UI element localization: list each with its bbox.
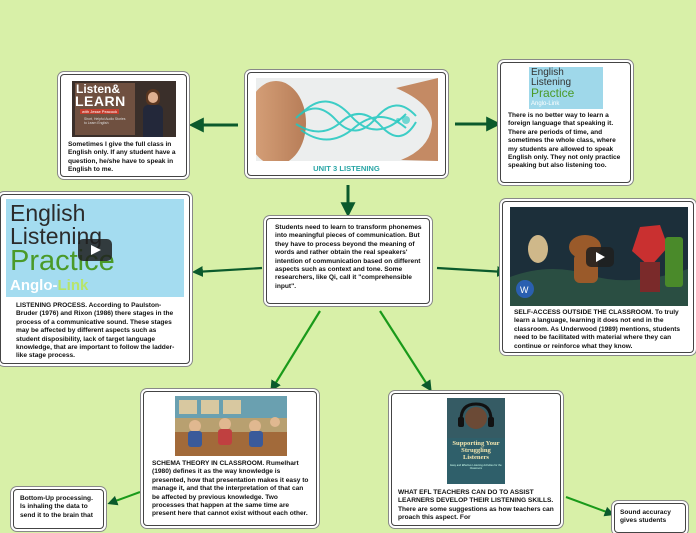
big-logo-brand-anglo: Anglo- [10,277,58,294]
efl-text: WHAT EFL TEACHERS CAN DO TO ASSIST LEARN… [398,489,554,522]
book-title: Supporting Your Struggling Listeners [452,440,500,461]
bottom-up-card[interactable]: Bottom-Up processing. Is inhaling the da… [13,489,104,529]
bottom-up-text: Bottom-Up processing. Is inhaling the da… [20,495,93,519]
play-button-icon[interactable] [78,239,112,261]
logo-subtitle: with Jesse Peacock [80,109,120,114]
center-topic-card[interactable]: UNIT 3 LISTENING [247,72,446,176]
listen-learn-text: Sometimes I give the full class in Engli… [68,141,176,174]
big-logo-brand-link: Link [57,277,89,294]
definition-card[interactable]: Students need to learn to transform phon… [266,218,430,304]
logo-listen-text: Listen& [76,82,121,96]
efl-card[interactable]: Supporting Your Struggling Listeners Eas… [391,393,561,526]
small-logo-brand: Anglo-Link [531,101,560,107]
schema-text: SCHEMA THEORY IN CLASSROOM. Rumelhart (1… [152,460,309,518]
supporting-listeners-book: Supporting Your Struggling Listeners Eas… [447,398,505,484]
english-practice-small-text: There is no better way to learn a foreig… [508,112,621,170]
small-logo-line3: Practice [531,86,575,100]
sound-accuracy-card[interactable]: Sound accuracy gives students [614,503,686,533]
svg-text:W: W [520,285,529,295]
english-practice-video[interactable]: English Listening Practice Anglo-Link [6,199,184,297]
arrow-to-sound [565,496,615,517]
big-logo-brand: Anglo-Link [10,277,88,295]
schema-card[interactable]: SCHEMA THEORY IN CLASSROOM. Rumelhart (1… [143,391,317,526]
center-caption: UNIT 3 LISTENING [313,164,380,173]
classroom-image [175,396,287,456]
self-access-card[interactable]: W SELF-ACCESS OUTSIDE THE CLASSROOM. To … [502,201,694,353]
logo-note: Short, Helpful Audio Stories to Learn En… [84,117,126,125]
english-practice-small-logo: English Listening Practice Anglo-Link [529,67,603,109]
small-logo-line1: English [531,67,564,78]
connector-arrows [107,116,615,517]
listen-learn-logo-image: Listen& LEARN with Jesse Peacock Short, … [72,81,176,137]
sound-accuracy-text: Sound accuracy gives students [620,509,671,525]
arrow-to-schema [270,310,321,392]
arrow-to-efl [379,310,432,392]
arrow-to-listening-process [191,266,263,278]
small-logo-line2: Listening [531,77,572,88]
listening-process-text: LISTENING PROCESS. According to Paulston… [16,302,175,360]
arrow-to-bottom-up [107,491,141,506]
play-button-icon[interactable] [586,247,614,267]
scooby-doo-video[interactable]: W [510,207,688,306]
ear-sound-image [256,78,438,161]
book-subtitle: Easy and Effective Listening Activities … [450,464,502,471]
logo-learn-text: LEARN [75,93,126,109]
listen-learn-card[interactable]: Listen& LEARN with Jesse Peacock Short, … [60,74,187,177]
self-access-text: SELF-ACCESS OUTSIDE THE CLASSROOM. To tr… [514,309,681,350]
big-logo-line1: English [10,200,86,226]
listening-process-card[interactable]: English Listening Practice Anglo-Link LI… [0,194,190,364]
definition-text: Students need to learn to transform phon… [275,224,422,290]
english-practice-small-card[interactable]: English Listening Practice Anglo-Link Th… [500,62,631,183]
arrow-to-self-access [436,266,509,278]
girl-figure [142,89,164,137]
